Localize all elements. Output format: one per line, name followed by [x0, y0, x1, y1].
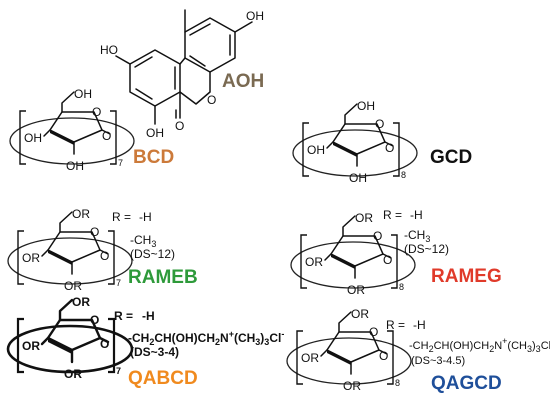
- gcd-ring-o-label: O: [375, 117, 384, 131]
- qagcd-or-bottom-label: OR: [343, 379, 361, 393]
- aoh-oh-left-label: HO: [100, 43, 118, 57]
- rameb-ds-label: (DS~12): [130, 247, 175, 261]
- qagcd-or-ch2-label: OR: [351, 307, 369, 321]
- rameg-name: RAMEG: [431, 266, 502, 287]
- bcd-oh-ch2-label: OH: [74, 87, 92, 101]
- bcd-structure: [9, 91, 135, 165]
- rameg-ring-o-label: O: [373, 229, 382, 243]
- bcd-ring-o-label: O: [92, 105, 101, 119]
- qabcd-structure: [6, 298, 134, 374]
- qabcd-ring-o-label: O: [90, 313, 99, 327]
- rameg-r-equals-label: R =: [383, 208, 402, 222]
- rameb-structure: [7, 211, 133, 285]
- aoh-ring-o-label: O: [207, 93, 216, 107]
- rameb-name: RAMEB: [128, 267, 198, 288]
- qabcd-or-bottom-label: OR: [64, 367, 82, 381]
- bcd-oh-bottom-label: OH: [66, 159, 84, 173]
- rameb-or-left-label: OR: [22, 251, 40, 265]
- gcd-link-o-label: O: [385, 141, 394, 155]
- aoh-name: AOH: [222, 71, 264, 92]
- bcd-n-label: 7: [118, 158, 123, 168]
- qabcd-r-equals-label: R =: [114, 309, 133, 323]
- qagcd-ring-o-label: O: [369, 325, 378, 339]
- qagcd-ds-label: (DS~3-4.5): [411, 355, 465, 367]
- qagcd-name: QAGCD: [431, 373, 502, 394]
- rameg-or-ch2-label: OR: [355, 211, 373, 225]
- qagcd-link-o-label: O: [379, 349, 388, 363]
- qabcd-ds-label: (DS~3-4): [130, 345, 179, 359]
- aoh-structure: [115, 9, 253, 125]
- bcd-oh-left-label: OH: [24, 131, 42, 145]
- gcd-oh-ch2-label: OH: [357, 99, 375, 113]
- qagcd-n-label: 8: [395, 378, 400, 388]
- gcd-oh-left-label: OH: [307, 143, 325, 157]
- qagcd-or-left-label: OR: [301, 351, 319, 365]
- qabcd-link-o-label: O: [100, 337, 109, 351]
- gcd-name: GCD: [430, 147, 472, 168]
- qabcd-r2-label: -CH2CH(OH)CH2N+(CH3)3Cl-: [128, 329, 284, 347]
- rameg-structure: [290, 215, 416, 289]
- qagcd-r-equals-label: R =: [386, 318, 405, 332]
- qagcd-r2-label: -CH2CH(OH)CH2N+(CH3)3Cl-: [409, 336, 550, 354]
- rameg-r2-label: -CH3: [404, 228, 430, 244]
- gcd-structure: [292, 103, 418, 177]
- qagcd-r1-label: -H: [413, 318, 426, 332]
- qagcd-structure: [286, 311, 412, 385]
- aoh-keto-o-label: O: [175, 119, 184, 133]
- rameg-n-label: 8: [399, 282, 404, 292]
- rameg-ds-label: (DS~12): [404, 242, 449, 256]
- qabcd-name: QABCD: [128, 368, 198, 389]
- aoh-oh-top-label: OH: [246, 9, 264, 23]
- gcd-oh-bottom-label: OH: [349, 171, 367, 185]
- qabcd-r1-label: -H: [142, 309, 155, 323]
- rameb-link-o-label: O: [100, 249, 109, 263]
- bcd-name: BCD: [133, 147, 174, 168]
- rameb-or-bottom-label: OR: [64, 279, 82, 293]
- rameb-or-ch2-label: OR: [72, 207, 90, 221]
- qabcd-or-ch2-label: OR: [72, 295, 90, 309]
- gcd-n-label: 8: [401, 170, 406, 180]
- rameg-or-bottom-label: OR: [347, 283, 365, 297]
- rameg-r1-label: -H: [410, 208, 423, 222]
- qabcd-n-label: 7: [116, 366, 121, 376]
- aoh-oh-bottom-label: OH: [146, 126, 164, 140]
- rameg-or-left-label: OR: [305, 255, 323, 269]
- rameb-ring-o-label: O: [90, 225, 99, 239]
- rameg-link-o-label: O: [383, 253, 392, 267]
- rameb-r1-label: -H: [139, 210, 152, 224]
- qabcd-or-left-label: OR: [22, 339, 40, 353]
- bcd-link-o-label: O: [102, 129, 111, 143]
- rameb-r2-label: -CH3: [130, 233, 156, 249]
- rameb-r-equals-label: R =: [112, 210, 131, 224]
- rameb-n-label: 7: [116, 278, 121, 288]
